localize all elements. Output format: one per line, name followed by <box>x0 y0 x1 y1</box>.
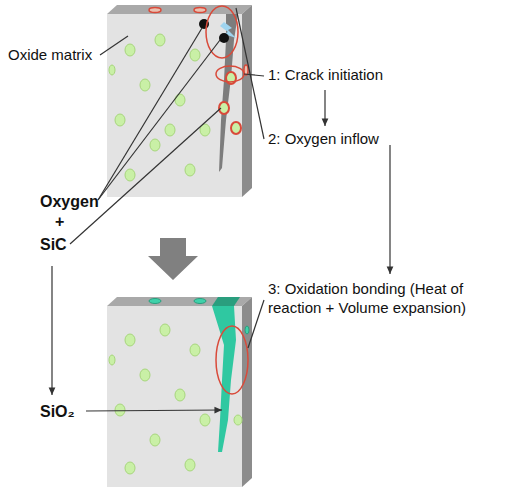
part-label: SiC <box>40 235 67 255</box>
oxide-block-bottom <box>107 297 252 487</box>
oxide-block-top <box>107 5 252 197</box>
step-label: 1: Crack initiation <box>268 66 383 85</box>
leader-lines <box>52 8 390 411</box>
step-label: 3: Oxidation bonding (Heat of reaction +… <box>268 280 503 318</box>
step-label: 2: Oxygen inflow <box>268 130 379 149</box>
part-label: + <box>55 212 64 232</box>
part-label: Oxide matrix <box>8 46 92 65</box>
part-label: Oxygen <box>40 192 99 212</box>
process-arrow <box>148 238 198 280</box>
part-label: SiO₂ <box>40 402 75 422</box>
